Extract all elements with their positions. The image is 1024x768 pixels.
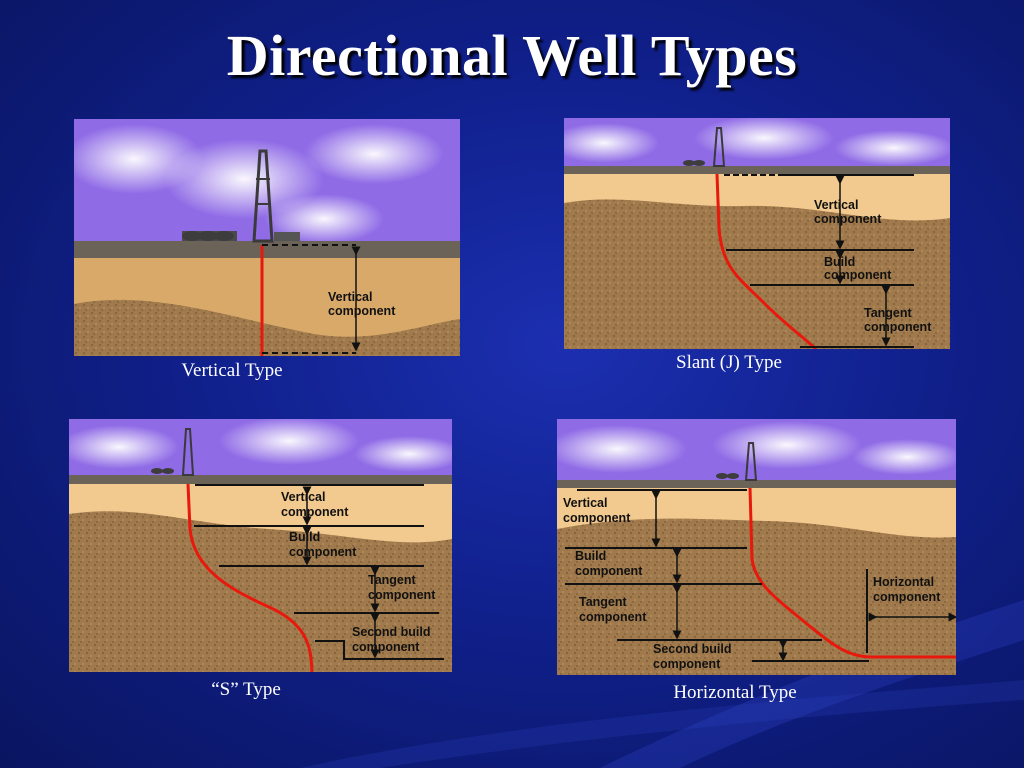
label-vertical-component: component — [563, 511, 631, 525]
label-tangent-component: component — [864, 320, 932, 334]
label-vertical: Vertical — [281, 490, 325, 504]
drilling-rig-icon — [182, 149, 300, 243]
label-tangent: Tangent — [579, 595, 628, 609]
label-horizontal: Horizontal — [873, 575, 934, 589]
caption-s-type: “S” Type — [211, 679, 281, 700]
drilling-rig-icon — [716, 442, 758, 481]
well-path — [715, 173, 818, 349]
horizontal-well-diagram: Vertical component Build component Tange… — [557, 419, 956, 675]
label-second-build: Second build — [653, 642, 731, 656]
slant-well-diagram: Vertical component Build component Tange… — [564, 118, 950, 349]
label-build-component: component — [824, 268, 892, 282]
label-tangent: Tangent — [368, 573, 417, 587]
label-vertical: Vertical — [563, 496, 607, 510]
label-tangent-component: component — [579, 610, 647, 624]
label-vertical-component: component — [281, 505, 349, 519]
well-path — [186, 483, 314, 672]
label-vertical: Vertical — [328, 290, 372, 304]
slide-title: Directional Well Types — [226, 23, 798, 88]
drilling-rig-icon — [683, 127, 726, 167]
label-build: Build — [289, 530, 320, 544]
vertical-well-diagram: Vertical component — [74, 119, 460, 356]
caption-slant-type: Slant (J) Type — [676, 352, 782, 373]
panel-horizontal-type: Vertical component Build component Tange… — [557, 419, 956, 675]
label-build: Build — [575, 549, 606, 563]
label-build: Build — [824, 255, 855, 269]
panel-slant-type: Vertical component Build component Tange… — [564, 118, 950, 349]
label-vertical: Vertical — [814, 198, 858, 212]
well-path — [748, 487, 956, 659]
label-component: component — [328, 304, 396, 318]
s-type-well-diagram: Vertical component Build component Tange… — [69, 419, 452, 672]
label-second-build-component: component — [653, 657, 721, 671]
label-horizontal-component: component — [873, 590, 941, 604]
label-vertical-component: component — [814, 212, 882, 226]
label-tangent: Tangent — [864, 306, 913, 320]
label-build-component: component — [289, 545, 357, 559]
label-build-component: component — [575, 564, 643, 578]
drilling-rig-icon — [151, 428, 195, 476]
caption-horizontal-type: Horizontal Type — [673, 682, 797, 703]
panel-vertical-type: Vertical component — [74, 119, 460, 356]
panel-s-type: Vertical component Build component Tange… — [69, 419, 452, 672]
label-second-build-component: component — [352, 640, 420, 654]
caption-vertical-type: Vertical Type — [181, 360, 283, 381]
label-tangent-component: component — [368, 588, 436, 602]
label-second-build: Second build — [352, 625, 430, 639]
